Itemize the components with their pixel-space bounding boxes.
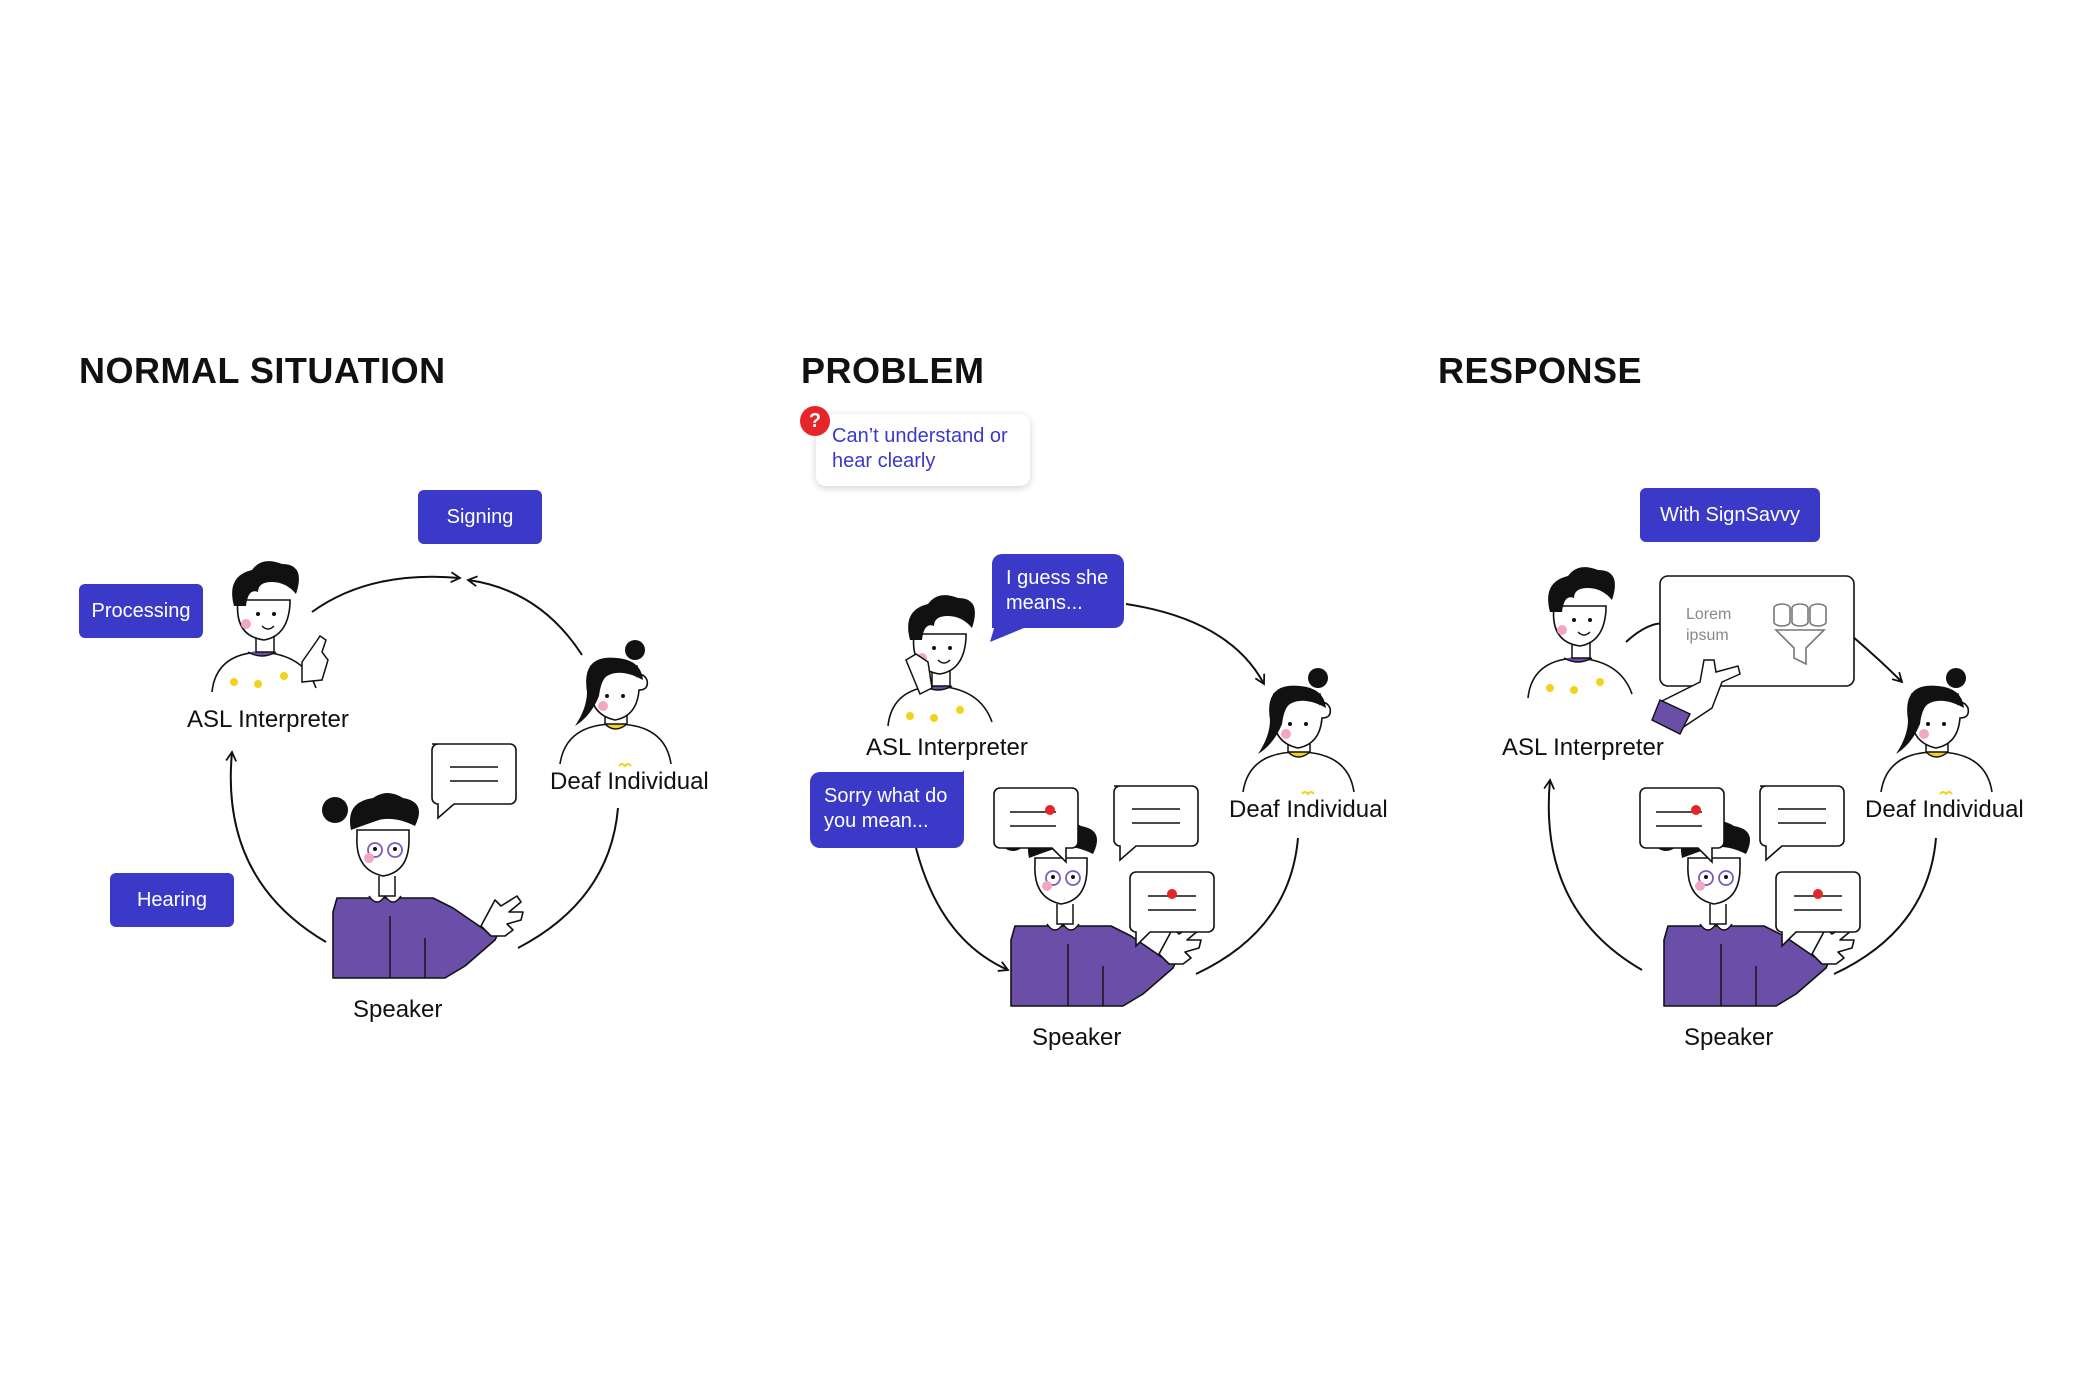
board-text-line1: Lorem (1686, 606, 1732, 623)
label-speaker-problem: Speaker (1032, 1024, 1122, 1051)
deaf-figure-normal (559, 639, 672, 767)
bubble-interpreter-problem: I guess she means... (992, 554, 1124, 628)
bubble-speaker-line2: you mean... (824, 810, 929, 832)
tag-signing: Signing (418, 490, 542, 544)
label-interpreter-normal: ASL Interpreter (187, 706, 349, 733)
deaf-figure-response (1880, 667, 1993, 795)
speech-bubble-icon (431, 743, 517, 819)
speaker-figure-normal (321, 792, 524, 979)
cycle-arrow-icon (1833, 837, 1937, 975)
tag-processing: Processing (79, 584, 203, 638)
bubble-interpreter-line2: means... (1006, 592, 1083, 614)
speech-bubble-icon (1113, 785, 1199, 861)
interpreter-figure-normal (211, 560, 317, 693)
cycle-arrow-icon (1125, 603, 1266, 686)
tag-hearing: Hearing (110, 873, 234, 927)
cycle-arrow-icon (1851, 635, 1904, 684)
bubble-interpreter-line1: I guess she (1006, 567, 1109, 589)
normal-cycle (225, 571, 619, 949)
label-deaf-response: Deaf Individual (1865, 796, 2024, 823)
cycle-arrow-icon (517, 807, 619, 949)
problem-cycle (915, 603, 1299, 975)
presentation-board (1659, 575, 1855, 687)
cycle-arrow-icon (915, 847, 1010, 972)
section-title-response: RESPONSE (1438, 350, 1643, 391)
label-speaker-normal: Speaker (353, 996, 443, 1023)
label-deaf-problem: Deaf Individual (1229, 796, 1388, 823)
deaf-figure-problem (1242, 667, 1355, 795)
cycle-arrow-icon (1195, 837, 1299, 975)
speech-bubble-icon (1759, 785, 1845, 861)
response-cycle (1543, 622, 1937, 975)
question-badge-icon: ? (800, 406, 830, 436)
board-text: Lorem ipsum (1686, 604, 1731, 646)
problem-note-line1: Can’t understand or (832, 425, 1008, 447)
board-text-line2: ipsum (1686, 627, 1729, 644)
cycle-arrow-icon (311, 571, 462, 613)
cycle-arrow-icon (1543, 778, 1643, 971)
problem-note: Can’t understand or hear clearly (816, 414, 1030, 486)
signing-hand-icon (301, 634, 329, 683)
database-filter-icon (1773, 603, 1827, 666)
cycle-arrow-icon (225, 750, 327, 943)
problem-note-line2: hear clearly (832, 450, 936, 472)
label-interpreter-response: ASL Interpreter (1502, 734, 1664, 761)
thinking-hand-icon (905, 653, 933, 696)
bubble-speaker-problem: Sorry what do you mean... (810, 772, 964, 848)
interpreter-figure-problem (887, 594, 993, 727)
alert-bubble-icon (1775, 871, 1861, 947)
bubble-speaker-line1: Sorry what do (824, 785, 948, 807)
label-interpreter-problem: ASL Interpreter (866, 734, 1028, 761)
interpreter-figure-response (1527, 566, 1633, 699)
section-title-problem: PROBLEM (801, 350, 985, 391)
label-speaker-response: Speaker (1684, 1024, 1774, 1051)
tag-with-signsavvy: With SignSavvy (1640, 488, 1820, 542)
cycle-arrow-icon (466, 575, 583, 656)
interpreter-sleeve (1651, 699, 1691, 735)
section-title-normal: NORMAL SITUATION (79, 350, 446, 391)
label-deaf-normal: Deaf Individual (550, 768, 709, 795)
